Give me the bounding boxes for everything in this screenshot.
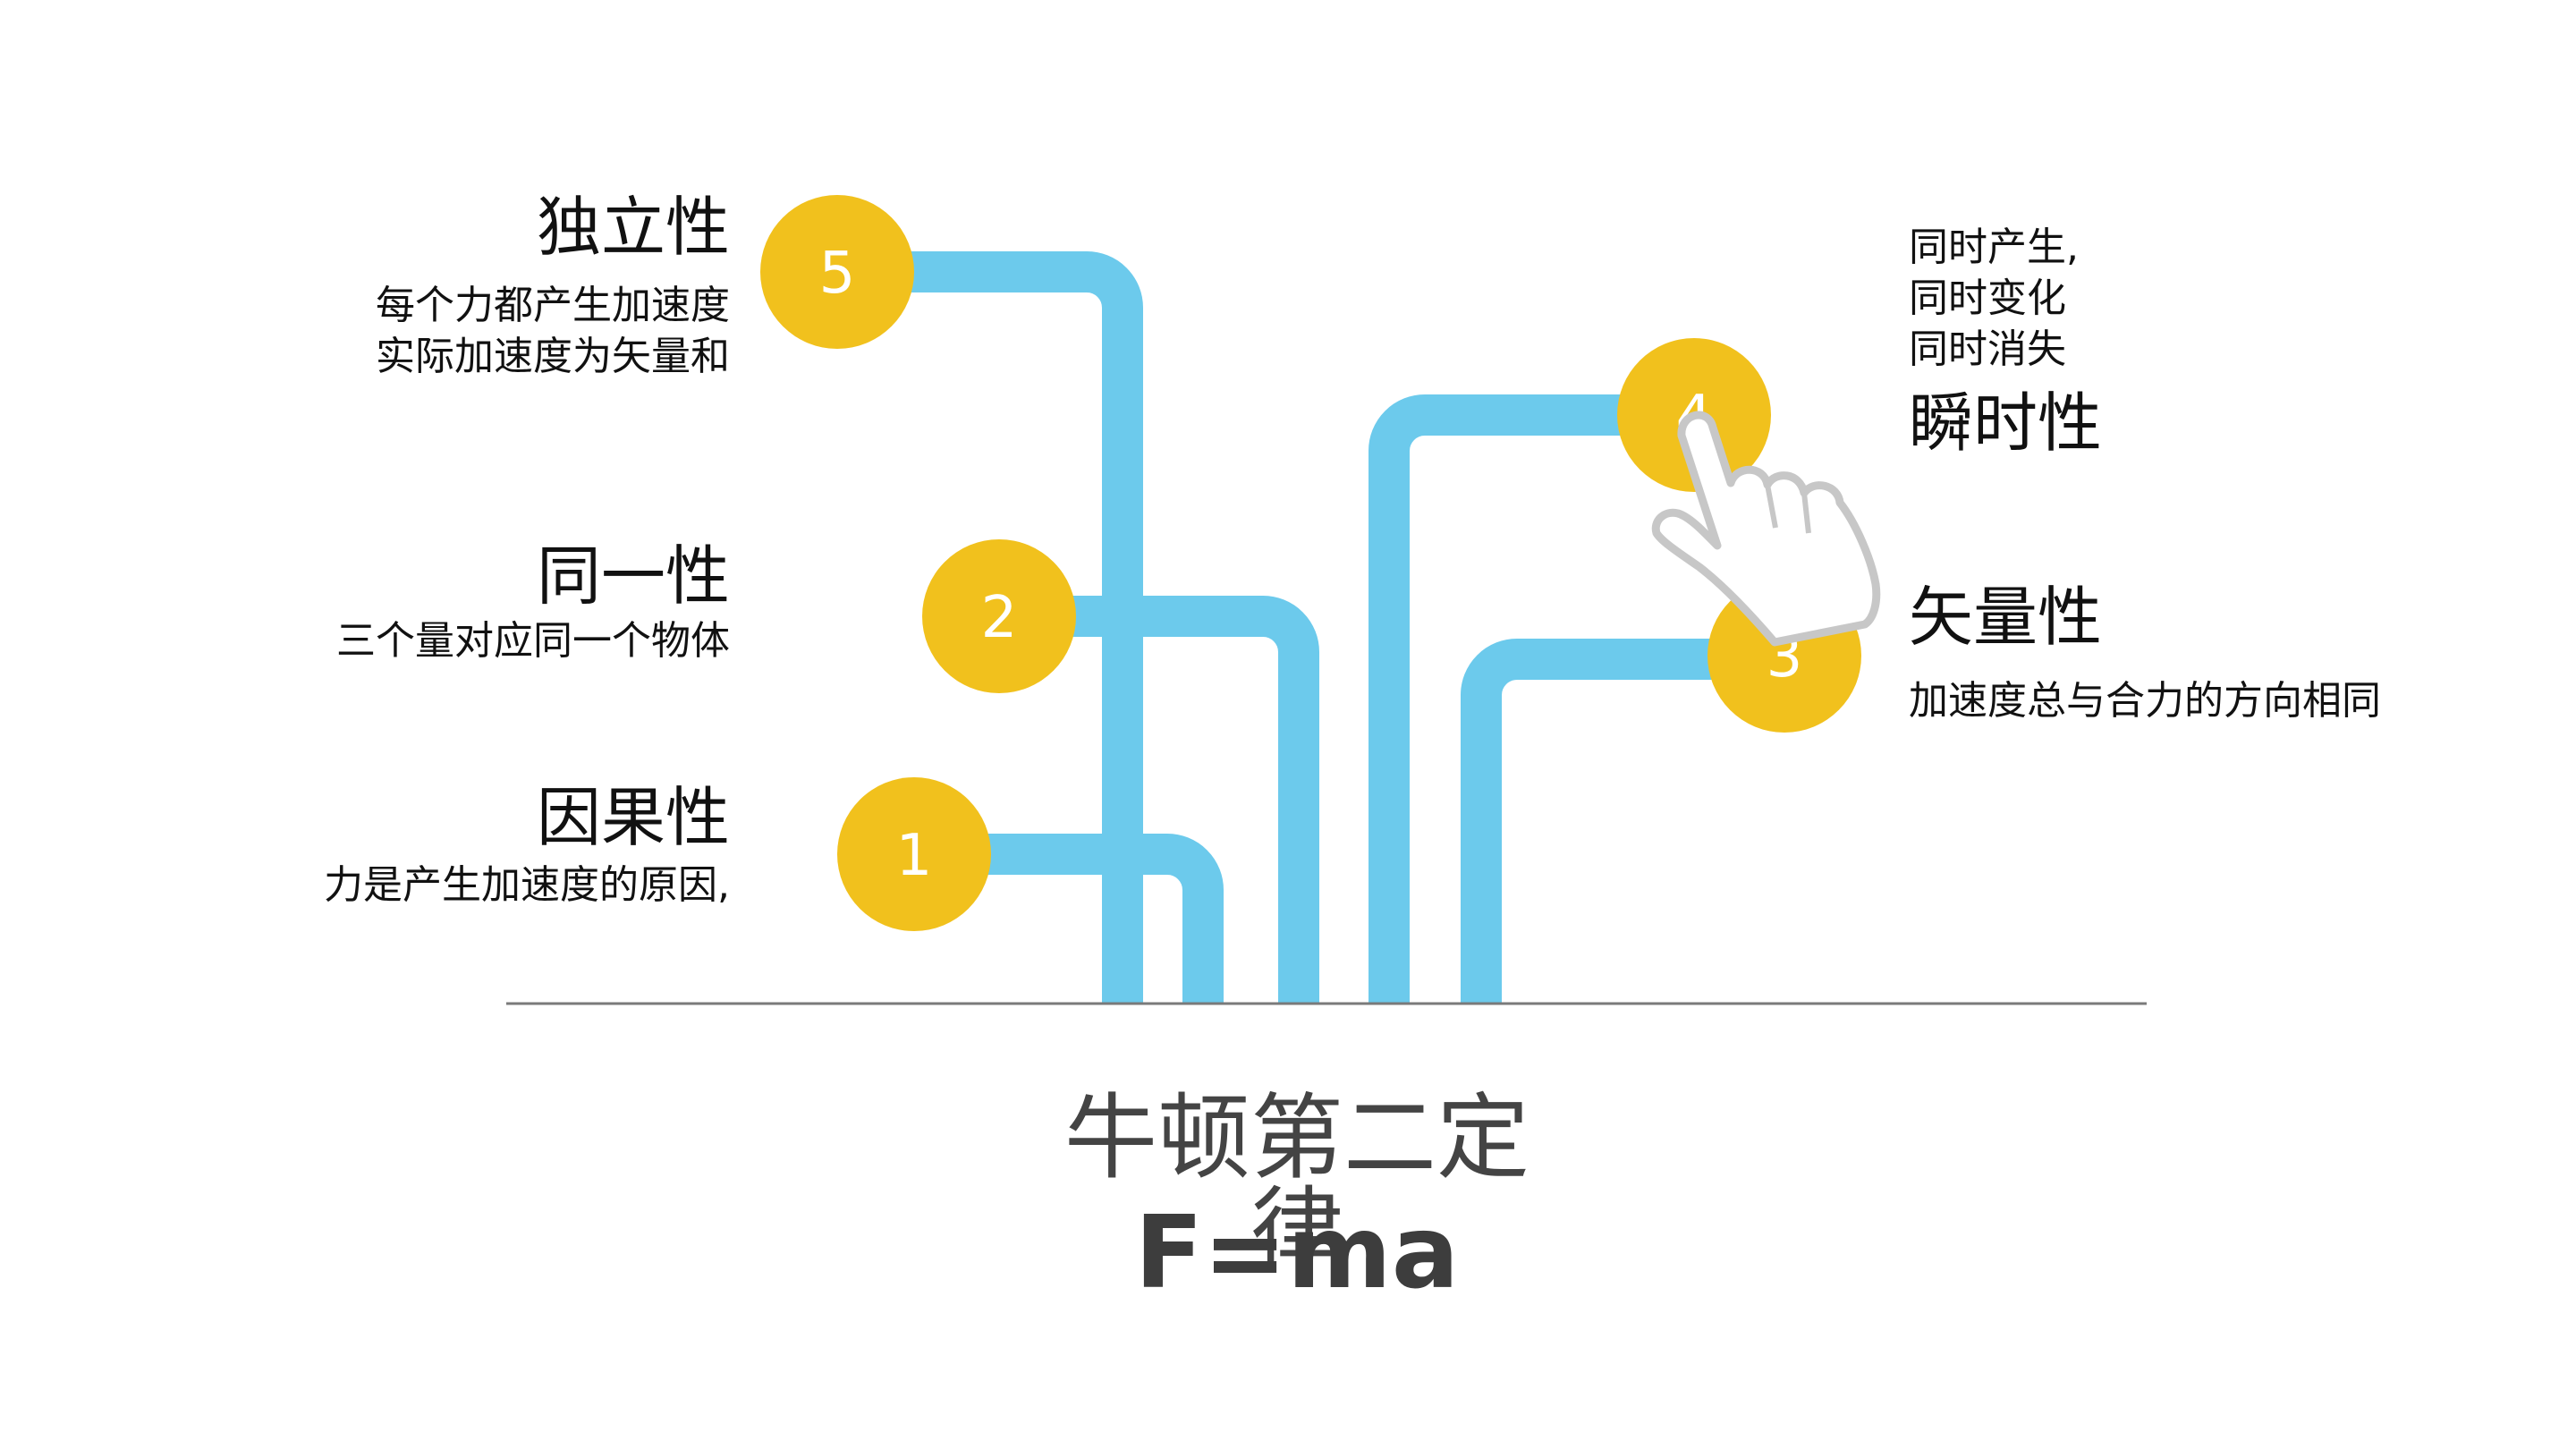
node-1-number: 1 — [896, 823, 933, 889]
hand-pointer-icon — [1651, 411, 1881, 647]
node-5[interactable]: 5 — [760, 195, 914, 349]
desc-line: 力是产生加速度的原因, — [324, 862, 730, 908]
property-desc-vector: 加速度总与合力的方向相同 — [1909, 675, 2381, 726]
desc-line: 同时变化 — [1909, 275, 2066, 321]
node-2[interactable]: 2 — [922, 539, 1076, 693]
property-title-identity: 同一性 — [536, 538, 730, 614]
desc-line: 实际加速度为矢量和 — [376, 334, 730, 379]
desc-line: 每个力都产生加速度 — [376, 283, 730, 328]
pipe-3 — [1461, 639, 1726, 1004]
pipe-1 — [966, 834, 1224, 1004]
node-2-number: 2 — [981, 585, 1018, 651]
property-desc-identity: 三个量对应同一个物体 — [336, 615, 730, 666]
property-desc-causality: 力是产生加速度的原因, — [324, 860, 730, 911]
node-1[interactable]: 1 — [837, 777, 991, 931]
law-formula: F=ma — [1134, 1195, 1460, 1311]
property-title-vector: 矢量性 — [1909, 580, 2103, 655]
property-desc-independence: 每个力都产生加速度 实际加速度为矢量和 — [376, 280, 730, 382]
property-title-independence: 独立性 — [536, 190, 730, 265]
property-title-instantaneity: 瞬时性 — [1909, 386, 2103, 461]
pipe-2 — [1045, 596, 1319, 1004]
law-name: 牛顿第二定律 — [1063, 1083, 1530, 1285]
property-desc-instantaneity: 同时产生, 同时变化 同时消失 — [1909, 222, 2079, 375]
desc-line: 加速度总与合力的方向相同 — [1909, 678, 2381, 724]
node-5-number: 5 — [819, 241, 856, 307]
property-title-causality: 因果性 — [536, 780, 730, 855]
desc-line: 三个量对应同一个物体 — [336, 618, 730, 664]
pipe-5 — [894, 251, 1143, 1004]
desc-line: 同时产生, — [1909, 225, 2079, 270]
desc-line: 同时消失 — [1909, 326, 2066, 372]
pipe-4 — [1368, 394, 1646, 1004]
